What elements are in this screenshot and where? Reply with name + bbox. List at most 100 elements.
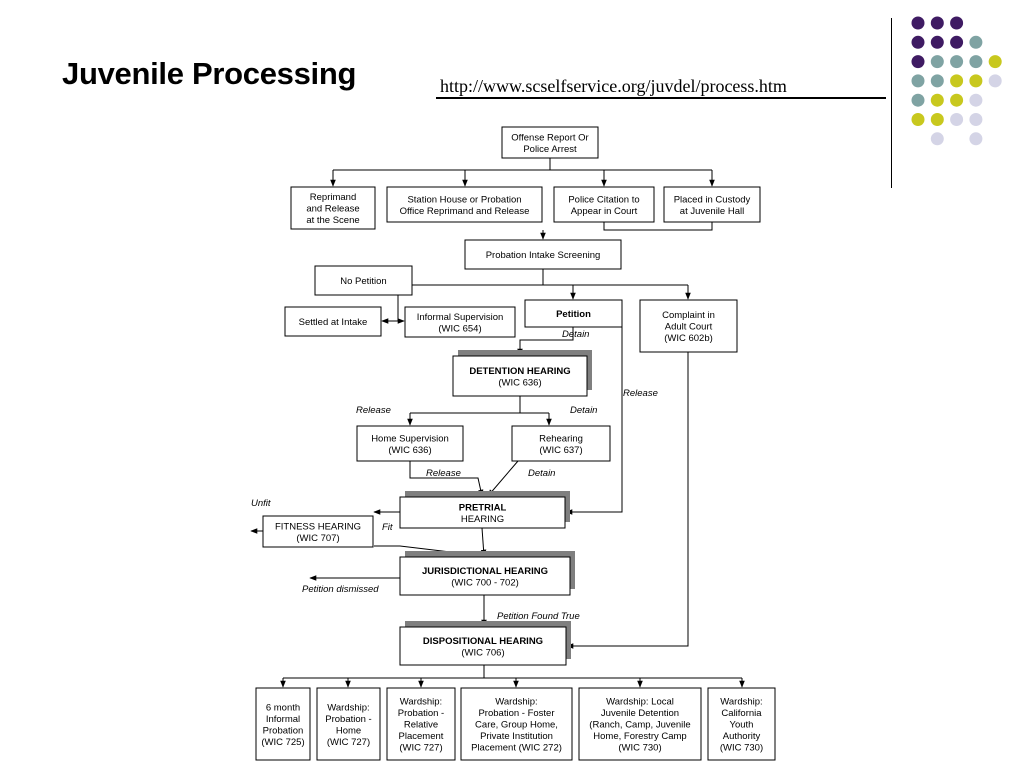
- node-text: 6 month: [266, 702, 300, 713]
- node-text: Care, Group Home,: [475, 720, 558, 731]
- node-box: [511, 425, 611, 462]
- node-dispositional: DISPOSITIONAL HEARING(WIC 706): [399, 621, 571, 666]
- node-text: (WIC 725): [261, 737, 304, 748]
- node-box: [316, 687, 381, 761]
- node-text: Appear in Court: [571, 206, 638, 217]
- url-underline: [436, 97, 886, 99]
- node-text: Settled at Intake: [299, 317, 368, 328]
- node-rehearing: Rehearing(WIC 637): [511, 425, 611, 462]
- edge-label-detain-mid: Detain: [528, 468, 555, 479]
- node-out3: Wardship:Probation -RelativePlacement(WI…: [386, 687, 456, 761]
- node-intake: Probation Intake Screening: [464, 239, 622, 270]
- connector: [409, 461, 484, 497]
- node-text: Informal Supervision: [417, 312, 504, 323]
- node-text: (WIC 707): [296, 533, 339, 544]
- connector: [565, 327, 623, 515]
- node-text: Relative: [404, 720, 438, 731]
- node-text: JURISDICTIONAL HEARING: [422, 566, 548, 577]
- node-text: at the Scene: [306, 215, 359, 226]
- edge-label-release-right: Release: [623, 388, 658, 399]
- node-text: California: [721, 708, 762, 719]
- node-text: Home, Forestry Camp: [593, 731, 686, 742]
- node-text: Offense Report Or: [511, 132, 588, 143]
- node-text: at Juvenile Hall: [680, 206, 744, 217]
- edge-label-petition-dismissed: Petition dismissed: [302, 584, 379, 595]
- node-text: Wardship:: [327, 702, 369, 713]
- node-petition: Petition: [524, 299, 623, 328]
- node-box: [290, 186, 376, 230]
- connector: [566, 352, 689, 649]
- divider-line: [891, 18, 892, 188]
- source-url[interactable]: http://www.scselfservice.org/juvdel/proc…: [440, 76, 787, 96]
- node-box: [386, 687, 456, 761]
- node-box: [399, 496, 566, 529]
- node-text: Police Arrest: [523, 144, 577, 155]
- connector: [487, 460, 519, 497]
- node-text: Wardship:: [400, 697, 442, 708]
- node-text: Adult Court: [665, 322, 713, 333]
- node-text: Informal: [266, 714, 300, 725]
- edge-label-detain1: Detain: [562, 329, 589, 340]
- edge-label-detain2: Detain: [570, 405, 597, 416]
- node-box: [553, 186, 655, 223]
- node-out2: Wardship:Probation -Home(WIC 727): [316, 687, 381, 761]
- edge-label-unfit: Unfit: [251, 498, 271, 509]
- node-settled: Settled at Intake: [284, 306, 382, 337]
- node-homesup: Home Supervision(WIC 636): [356, 425, 464, 462]
- node-box: [255, 687, 311, 761]
- node-text: Station House or Probation: [407, 194, 521, 205]
- node-text: (WIC 602b): [664, 333, 713, 344]
- node-box: [399, 626, 567, 666]
- node-text: Placed in Custody: [674, 194, 751, 205]
- node-box: [501, 126, 599, 159]
- node-text: (WIC 654): [438, 323, 481, 334]
- node-box: [578, 687, 702, 761]
- node-text: and Release: [306, 204, 359, 215]
- node-text: FITNESS HEARING: [275, 521, 361, 532]
- node-text: Wardship: Local: [606, 697, 674, 708]
- edge-label-found-true: Petition Found True: [497, 611, 580, 622]
- node-text: (WIC 727): [327, 737, 370, 748]
- node-text: Home Supervision: [371, 433, 449, 444]
- edge-label-fit: Fit: [382, 522, 393, 533]
- node-box: [639, 299, 738, 353]
- node-text: Placement: [399, 731, 444, 742]
- node-box: [356, 425, 464, 462]
- node-text: Probation -: [398, 708, 444, 719]
- node-text: PRETRIAL: [459, 502, 507, 513]
- node-text: No Petition: [340, 276, 386, 287]
- node-text: (WIC 636): [498, 377, 541, 388]
- node-text: Petition: [556, 309, 591, 320]
- node-text: (WIC 727): [399, 743, 442, 754]
- node-text: (WIC 730): [720, 743, 763, 754]
- node-box: [524, 299, 623, 328]
- node-text: Probation - Foster: [478, 708, 554, 719]
- edge-label-release-left: Release: [356, 405, 391, 416]
- node-text: Private Institution: [480, 731, 553, 742]
- node-text: (Ranch, Camp, Juvenile: [589, 720, 690, 731]
- node-text: DETENTION HEARING: [469, 366, 570, 377]
- node-box: [404, 306, 516, 338]
- node-detention: DETENTION HEARING(WIC 636): [452, 350, 592, 397]
- edge-label-release-mid: Release: [426, 468, 461, 479]
- node-box: [386, 186, 543, 223]
- node-box: [464, 239, 622, 270]
- node-text: Wardship:: [495, 697, 537, 708]
- node-box: [663, 186, 761, 223]
- node-fitness: FITNESS HEARING(WIC 707): [262, 515, 374, 548]
- slide-title: Juvenile Processing: [62, 56, 357, 91]
- connector: [603, 222, 713, 231]
- node-informal: Informal Supervision(WIC 654): [404, 306, 516, 338]
- node-text: HEARING: [461, 514, 504, 525]
- node-text: Rehearing: [539, 433, 583, 444]
- node-text: Youth: [730, 720, 754, 731]
